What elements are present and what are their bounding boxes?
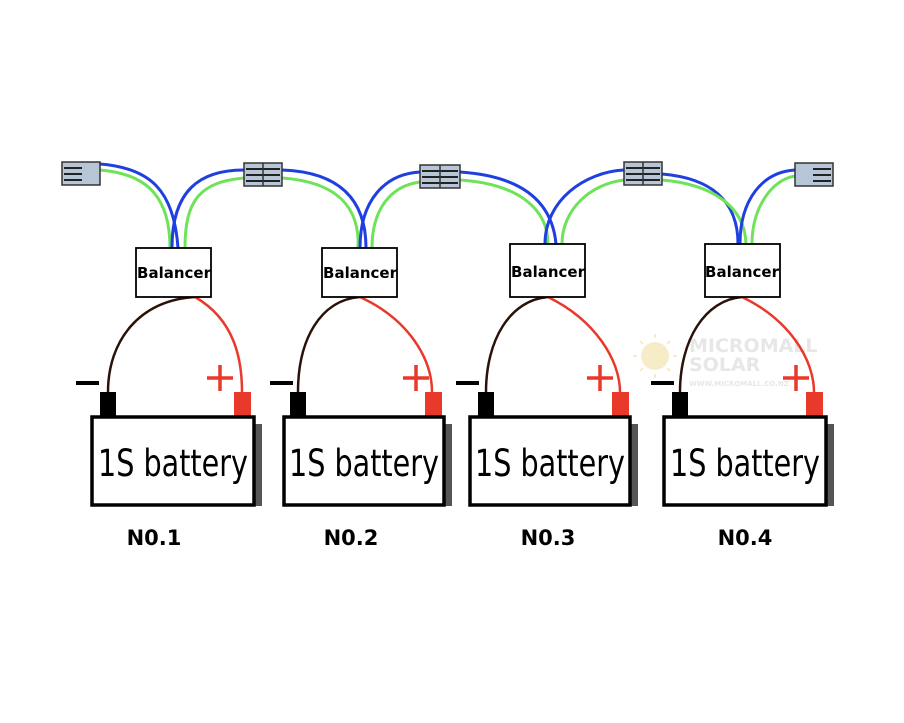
plus-sign xyxy=(403,365,429,391)
watermark-line1: MICROMALL xyxy=(689,335,818,357)
wire-blue-unit4-left xyxy=(660,172,740,246)
positive-wire xyxy=(741,295,816,393)
wire-blue-unit3-left xyxy=(458,170,558,246)
battery-body xyxy=(90,415,256,507)
watermark-line3: WWW.MICROMALL.CO.NZ xyxy=(689,380,789,388)
plus-sign xyxy=(587,365,613,391)
wire-blue-unit2-right xyxy=(358,170,422,250)
negative-terminal xyxy=(672,392,688,418)
connector-end-left xyxy=(61,161,101,186)
battery-label: 1S battery xyxy=(289,442,439,485)
battery-body xyxy=(662,415,828,507)
battery-body xyxy=(282,415,446,507)
sun-icon xyxy=(641,342,669,370)
balancer-box xyxy=(704,243,781,298)
wire-blue-unit1-right xyxy=(170,168,246,250)
connector-joint-1-2 xyxy=(243,162,283,187)
unit-2: Balancer 1S battery N0.2 xyxy=(270,247,452,550)
positive-terminal xyxy=(806,392,823,418)
connectors xyxy=(61,161,834,189)
connector-joint-2-3 xyxy=(419,164,461,189)
battery-body xyxy=(468,415,632,507)
watermark-logo: MICROMALL SOLAR WWW.MICROMALL.CO.NZ xyxy=(633,334,818,388)
watermark-line2: SOLAR xyxy=(689,354,761,376)
balancer-label: Balancer xyxy=(511,263,586,281)
plus-sign xyxy=(207,365,233,391)
unit-number-label: N0.1 xyxy=(127,526,182,550)
unit-3: Balancer 1S battery N0.3 xyxy=(456,243,638,550)
negative-wire xyxy=(678,295,743,393)
unit-number-label: N0.2 xyxy=(324,526,379,550)
negative-terminal xyxy=(478,392,494,418)
positive-terminal xyxy=(234,392,251,418)
negative-terminal xyxy=(290,392,306,418)
wire-green-unit1-right xyxy=(183,176,246,250)
wire-green-unit2-left xyxy=(280,176,360,250)
balancer-box xyxy=(321,247,398,298)
battery-label: 1S battery xyxy=(670,442,820,485)
connector-end-right xyxy=(794,162,834,187)
balancer-label: Balancer xyxy=(137,264,212,282)
positive-wire xyxy=(359,295,434,393)
wire-blue-unit2-left xyxy=(280,168,368,250)
positive-wire xyxy=(194,295,244,393)
balancer-label: Balancer xyxy=(705,263,780,281)
balancer-label: Balancer xyxy=(323,264,398,282)
unit-4: Balancer 1S battery N0.4 xyxy=(651,243,834,550)
wire-green-unit2-right xyxy=(370,180,422,250)
connector-joint-3-4 xyxy=(623,161,663,186)
balance-wires xyxy=(98,162,797,250)
wire-blue-unit3-right xyxy=(543,168,626,246)
negative-wire xyxy=(484,295,549,393)
wire-green-unit4-left xyxy=(660,178,748,246)
battery-label: 1S battery xyxy=(475,442,625,485)
balancer-box xyxy=(509,243,586,298)
wire-green-unit3-left xyxy=(458,178,550,246)
sun-rays-icon xyxy=(633,334,677,378)
unit-number-label: N0.3 xyxy=(521,526,576,550)
plus-sign xyxy=(783,365,809,391)
positive-terminal xyxy=(612,392,629,418)
positive-terminal xyxy=(425,392,442,418)
wire-blue-unit4-right xyxy=(738,168,797,246)
wire-blue-unit1-left xyxy=(98,162,180,250)
battery-label: 1S battery xyxy=(98,442,248,485)
wire-green-unit3-right xyxy=(560,178,626,246)
unit-1: Balancer 1S battery N0.1 xyxy=(76,247,262,550)
positive-wire xyxy=(547,295,622,393)
unit-number-label: N0.4 xyxy=(718,526,773,550)
balancer-box xyxy=(135,247,212,298)
negative-terminal xyxy=(100,392,116,418)
negative-wire xyxy=(296,295,361,393)
negative-wire xyxy=(106,295,196,393)
wire-green-unit1-left xyxy=(98,168,172,250)
wire-green-unit4-right xyxy=(750,174,797,246)
